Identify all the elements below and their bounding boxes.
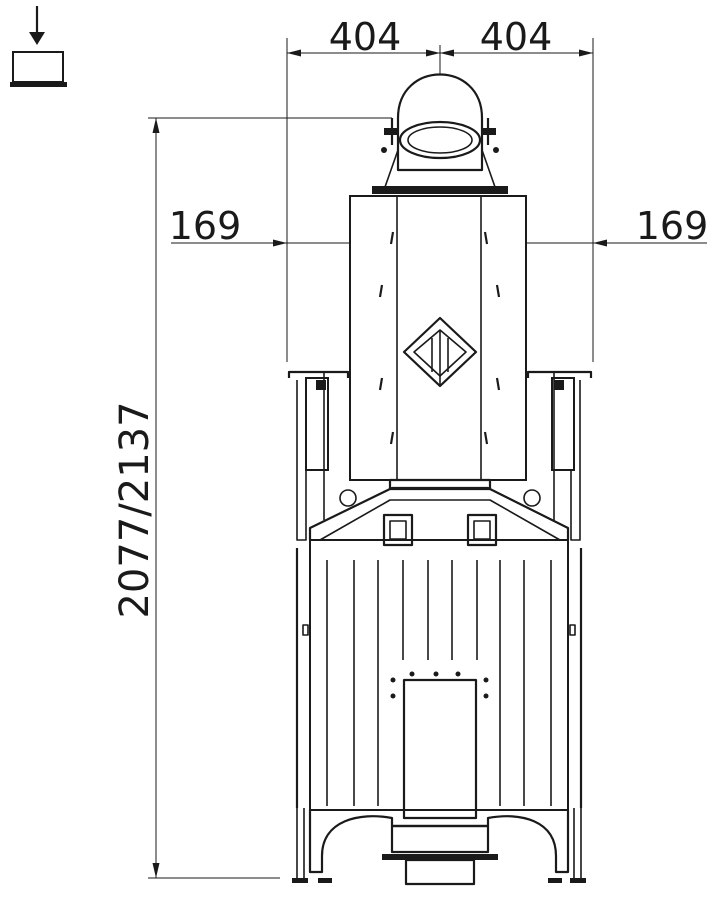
brand-logo-icon: [402, 316, 478, 388]
dim-top-left-width: 404: [329, 15, 402, 59]
convection-hood: [349, 195, 527, 481]
top-view-arrow-icon: [10, 6, 67, 87]
dim-side-left: 169: [169, 204, 242, 248]
dim-side-right: 169: [636, 204, 708, 248]
firebox-base: [292, 808, 586, 886]
firebox-body: [295, 478, 583, 820]
dim-total-height: 2077/2137: [112, 401, 158, 618]
flue-pipe: [372, 73, 508, 194]
dim-top-right-width: 404: [480, 15, 553, 59]
side-panels: [287, 370, 593, 541]
